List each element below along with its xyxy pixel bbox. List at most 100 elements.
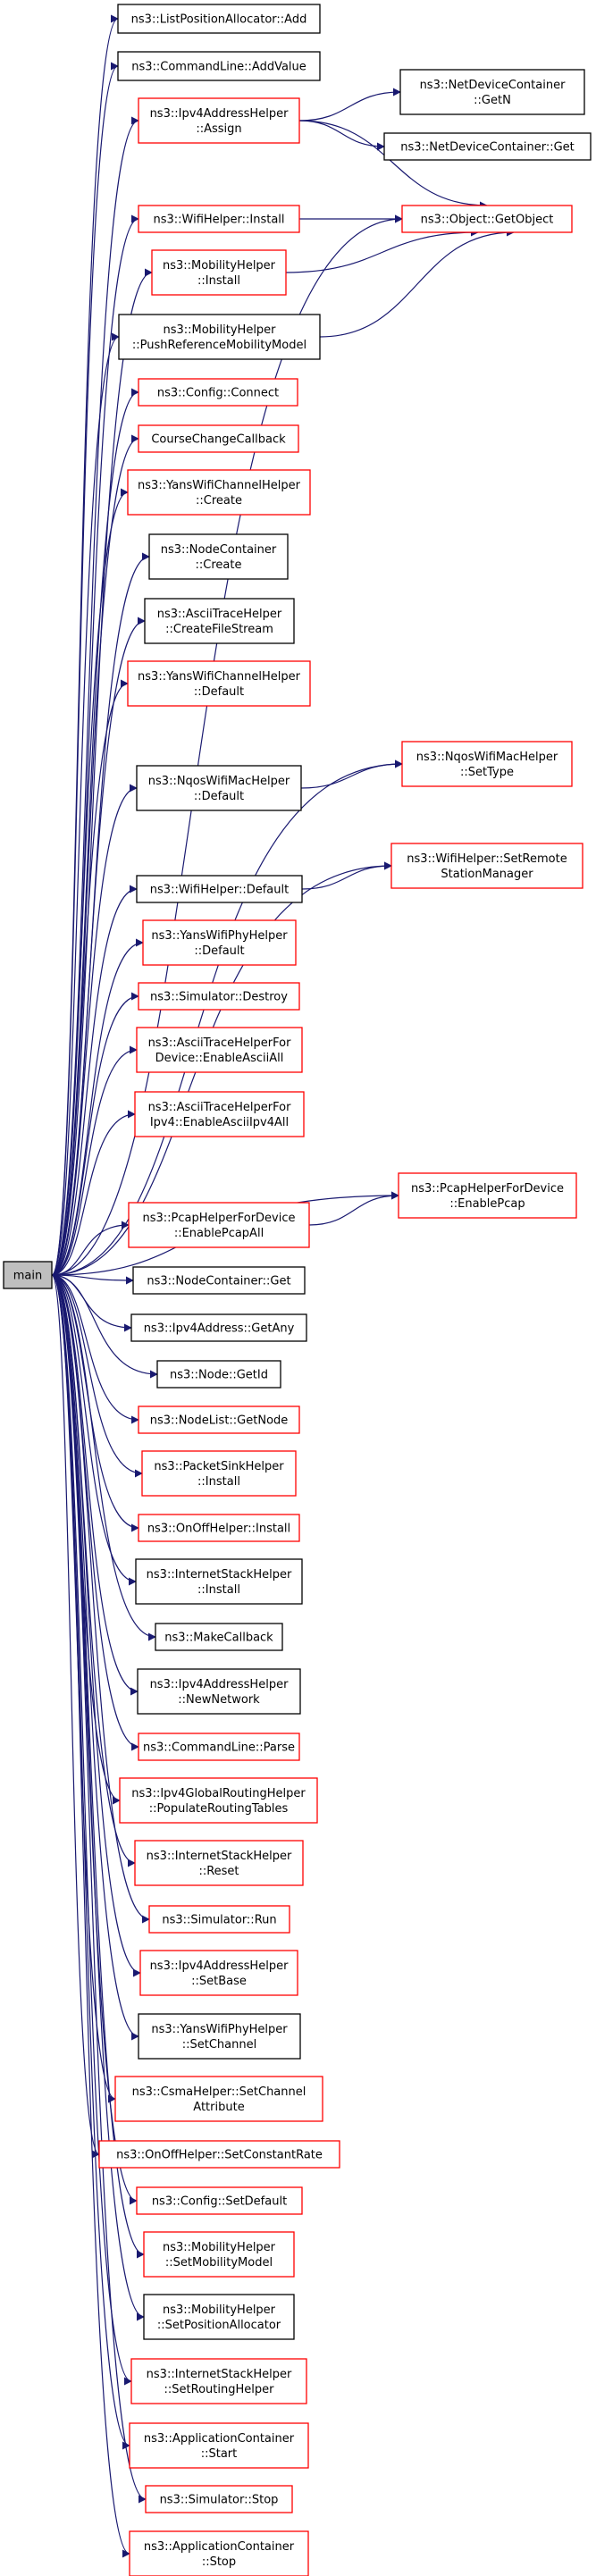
node-ns3-applicationcontainer-start[interactable]: ns3::ApplicationContainer::Start — [129, 2422, 309, 2469]
node-label-line: ns3::AsciiTraceHelper — [157, 608, 282, 621]
node-label-line: ::Install — [197, 274, 240, 288]
node-label-line: ::Install — [197, 1583, 240, 1597]
node-ns3-simulator-stop[interactable]: ns3::Simulator::Stop — [145, 2485, 293, 2513]
node-ns3-yanswifichannelhelper-create[interactable]: ns3::YansWifiChannelHelper::Create — [127, 469, 311, 516]
node-ns3-pcaphelperfordevice-enablepcapall[interactable]: ns3::PcapHelperForDevice::EnablePcapAll — [128, 1202, 310, 1248]
node-ns3-yanswifichannelhelper-default[interactable]: ns3::YansWifiChannelHelper::Default — [127, 660, 311, 707]
node-label-line: ns3::NetDeviceContainer::Get — [400, 141, 575, 155]
node-label-line: ns3::CommandLine::Parse — [143, 1741, 295, 1755]
node-box — [137, 1668, 301, 1715]
node-ns3-yanswifiphyhelper-setchannel[interactable]: ns3::YansWifiPhyHelper::SetChannel — [138, 2013, 301, 2060]
node-main[interactable]: main — [3, 1261, 53, 1289]
node-ns3-netdevicecontainer-get[interactable]: ns3::NetDeviceContainer::Get — [383, 132, 592, 161]
node-label-line: ns3::CsmaHelper::SetChannel — [132, 2085, 306, 2099]
node-label-line: ::EnablePcapAll — [174, 1227, 264, 1240]
edge-main-to-n15 — [51, 679, 129, 1276]
node-ns3-ipv4addresshelper-newnetwork[interactable]: ns3::Ipv4AddressHelper::NewNetwork — [137, 1668, 301, 1715]
node-ns3-simulator-run[interactable]: ns3::Simulator::Run — [148, 1905, 290, 1934]
node-ns3-pcaphelperfordevice-enablepcap[interactable]: ns3::PcapHelperForDevice::EnablePcap — [398, 1172, 577, 1219]
node-ns3-listpositionallocator-add[interactable]: ns3::ListPositionAllocator::Add — [117, 4, 321, 34]
edge-main-to-n29 — [51, 1274, 139, 1424]
node-box — [138, 1405, 300, 1434]
edge-main-to-n39 — [51, 1274, 141, 1977]
node-box — [117, 4, 321, 34]
node-label-line: ::Create — [196, 494, 242, 508]
node-ns3-asciitracehelperfordevice-enableasciiall[interactable]: ns3::AsciiTraceHelperForDevice::EnableAs… — [136, 1027, 303, 1073]
node-ns3-nqoswifimachelper-settype[interactable]: ns3::NqosWifiMacHelper::SetType — [401, 741, 573, 787]
node-ns3-onoffhelper-install[interactable]: ns3::OnOffHelper::Install — [138, 1514, 300, 1542]
node-label-line: ns3::Simulator::Stop — [160, 2494, 279, 2507]
node-ns3-commandline-parse[interactable]: ns3::CommandLine::Parse — [138, 1733, 300, 1761]
node-label-line: ns3::PcapHelperForDevice — [411, 1182, 564, 1196]
node-ns3-config-connect[interactable]: ns3::Config::Connect — [138, 378, 298, 407]
node-box — [155, 1623, 283, 1651]
node-ns3-asciitracehelperforipv4-enableasciiipv4all[interactable]: ns3::AsciiTraceHelperForIpv4::EnableAsci… — [134, 1091, 305, 1137]
node-box — [138, 982, 300, 1011]
node-label-line: ::SetMobilityModel — [165, 2256, 273, 2270]
node-label-line: ::Install — [197, 1475, 240, 1489]
edge-main-to-n30 — [51, 1274, 143, 1478]
node-ns3-config-setdefault[interactable]: ns3::Config::SetDefault — [136, 2186, 303, 2215]
node-box — [151, 249, 287, 296]
node-label-line: ns3::AsciiTraceHelperFor — [148, 1036, 292, 1050]
node-label-line: ns3::YansWifiPhyHelper — [151, 929, 288, 943]
node-ns3-mobilityhelper-install[interactable]: ns3::MobilityHelper::Install — [151, 249, 287, 296]
node-box — [135, 1558, 303, 1605]
node-box — [136, 765, 302, 811]
node-label-line: ns3::Node::GetId — [170, 1369, 268, 1382]
node-ns3-internetstackhelper-setroutinghelper[interactable]: ns3::InternetStackHelper::SetRoutingHelp… — [130, 2358, 307, 2404]
node-box — [138, 97, 300, 144]
edge-main-to-n19 — [51, 885, 138, 1276]
node-ns3-nodelist-getnode[interactable]: ns3::NodeList::GetNode — [138, 1405, 300, 1434]
node-ns3-nodecontainer-create[interactable]: ns3::NodeContainer::Create — [148, 533, 289, 580]
node-ns3-internetstackhelper-install[interactable]: ns3::InternetStackHelper::Install — [135, 1558, 303, 1605]
node-label-line: ns3::MobilityHelper — [163, 2241, 276, 2254]
node-ns3-mobilityhelper-setmobilitymodel[interactable]: ns3::MobilityHelper::SetMobilityModel — [143, 2231, 295, 2278]
node-ns3-applicationcontainer-stop[interactable]: ns3::ApplicationContainer::Stop — [129, 2530, 309, 2576]
node-ns3-netdevicecontainer-getn[interactable]: ns3::NetDeviceContainer::GetN — [399, 69, 585, 115]
node-ns3-nqoswifimachelper-default[interactable]: ns3::NqosWifiMacHelper::Default — [136, 765, 302, 811]
edge-main-to-n25 — [51, 1221, 130, 1276]
node-ns3-asciitracehelper-createfilestream[interactable]: ns3::AsciiTraceHelper::CreateFileStream — [144, 598, 295, 644]
node-label-line: ::GetN — [474, 94, 511, 107]
node-ns3-onoffhelper-setconstantrate[interactable]: ns3::OnOffHelper::SetConstantRate — [98, 2140, 340, 2169]
node-label-line: ns3::WifiHelper::SetRemote — [407, 852, 567, 866]
node-ns3-makecallback[interactable]: ns3::MakeCallback — [155, 1623, 283, 1651]
node-ns3-internetstackhelper-reset[interactable]: ns3::InternetStackHelper::Reset — [134, 1840, 304, 1886]
node-ns3-ipv4globalroutinghelper-populateroutingtables[interactable]: ns3::Ipv4GlobalRoutingHelper::PopulateRo… — [119, 1777, 318, 1824]
node-box — [156, 1360, 281, 1389]
node-box — [138, 205, 300, 233]
node-ns3-simulator-destroy[interactable]: ns3::Simulator::Destroy — [138, 982, 300, 1011]
node-ns3-mobilityhelper-pushreferencemobilitymodel[interactable]: ns3::MobilityHelper::PushReferenceMobili… — [118, 314, 321, 360]
node-label-line: ns3::YansWifiPhyHelper — [151, 2023, 288, 2036]
node-label-line: ns3::Ipv4AddressHelper — [150, 1678, 290, 1691]
node-ns3-mobilityhelper-setpositionallocator[interactable]: ns3::MobilityHelper::SetPositionAllocato… — [143, 2294, 295, 2340]
node-box — [138, 424, 299, 453]
node-ns3-ipv4address-getany[interactable]: ns3::Ipv4Address::GetAny — [130, 1313, 307, 1342]
node-box — [136, 1027, 303, 1073]
edge-main-to-n11 — [51, 434, 139, 1276]
node-label-line: ns3::Ipv4Address::GetAny — [144, 1322, 295, 1336]
node-ns3-object-getobject[interactable]: ns3::Object::GetObject — [401, 205, 573, 233]
node-label-line: Device::EnableAsciiAll — [155, 1052, 284, 1065]
node-ns3-ipv4addresshelper-setbase[interactable]: ns3::Ipv4AddressHelper::SetBase — [139, 1950, 298, 1996]
node-ns3-packetsinkhelper-install[interactable]: ns3::PacketSinkHelper::Install — [141, 1450, 297, 1497]
node-box — [130, 1313, 307, 1342]
node-label-line: ns3::PacketSinkHelper — [154, 1460, 284, 1473]
node-ns3-commandline-addvalue[interactable]: ns3::CommandLine::AddValue — [117, 51, 321, 81]
node-ns3-node-getid[interactable]: ns3::Node::GetId — [156, 1360, 281, 1389]
node-ns3-wifihelper-install[interactable]: ns3::WifiHelper::Install — [138, 205, 300, 233]
node-ns3-yanswifiphyhelper-default[interactable]: ns3::YansWifiPhyHelper::Default — [142, 919, 297, 966]
edge-n25-to-n24 — [308, 1191, 399, 1226]
node-ns3-ipv4addresshelper-assign[interactable]: ns3::Ipv4AddressHelper::Assign — [138, 97, 300, 144]
node-box — [134, 1091, 305, 1137]
node-ns3-wifihelper-default[interactable]: ns3::WifiHelper::Default — [136, 875, 303, 903]
node-box — [401, 205, 573, 233]
node-label-line: CourseChangeCallback — [151, 433, 286, 447]
node-coursechangecallback[interactable]: CourseChangeCallback — [138, 424, 299, 453]
edge-main-to-n17 — [51, 784, 138, 1276]
node-ns3-nodecontainer-get[interactable]: ns3::NodeContainer::Get — [132, 1266, 306, 1295]
node-label-line: Ipv4::EnableAsciiIpv4All — [150, 1116, 289, 1129]
